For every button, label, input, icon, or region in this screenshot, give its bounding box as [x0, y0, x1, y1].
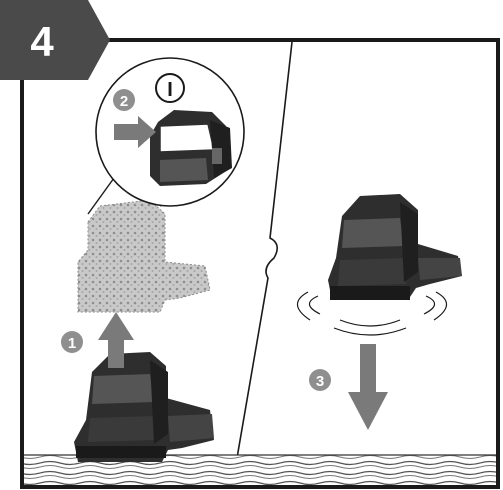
- marker-3: 3: [309, 369, 331, 391]
- sander-closeup: [150, 110, 232, 186]
- switch-symbol: I: [167, 79, 173, 101]
- marker-1-label: 1: [68, 335, 76, 352]
- marker-3-label: 3: [316, 373, 324, 390]
- step-badge: 4: [0, 0, 110, 80]
- switch-on-icon: I: [156, 74, 184, 102]
- marker-2: 2: [113, 89, 135, 111]
- marker-1: 1: [61, 331, 83, 353]
- step-number: 4: [30, 18, 54, 65]
- marker-2-label: 2: [120, 93, 128, 110]
